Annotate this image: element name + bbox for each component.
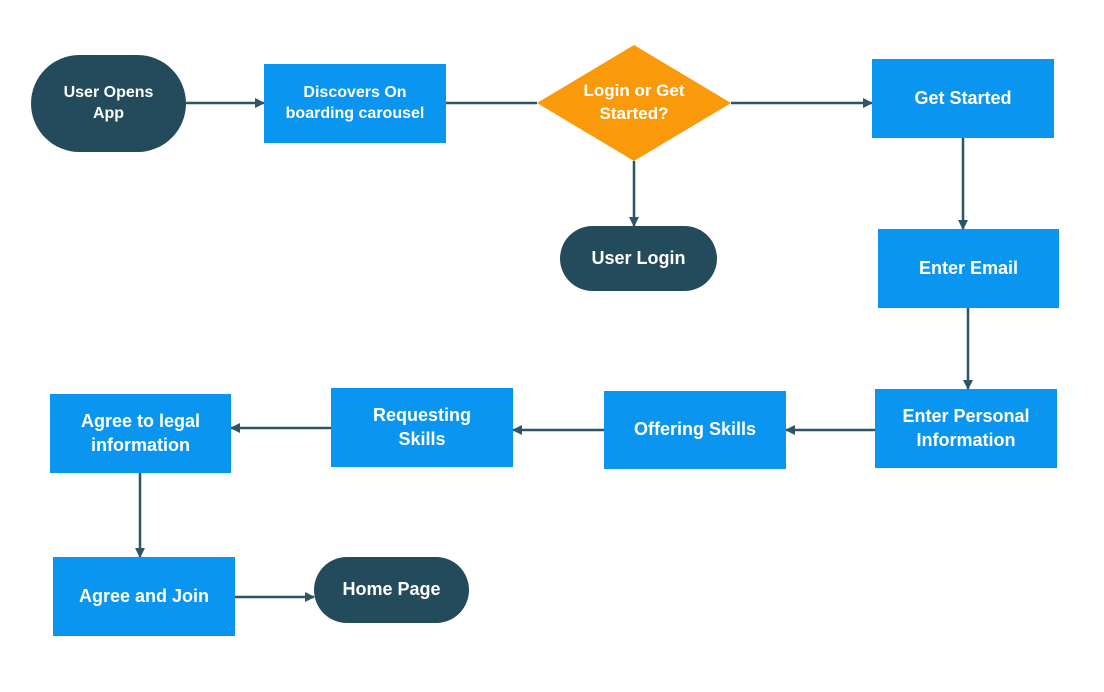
- node-enter-email: Enter Email: [878, 229, 1059, 308]
- node-user-opens-app: User Opens App: [31, 55, 186, 152]
- node-home-page: Home Page: [314, 557, 469, 623]
- node-agree-legal-information: Agree to legal information: [50, 394, 231, 473]
- node-requesting-skills: Requesting Skills: [331, 388, 513, 467]
- decision-diamond: [537, 45, 731, 161]
- node-agree-and-join: Agree and Join: [53, 557, 235, 636]
- node-get-started: Get Started: [872, 59, 1054, 138]
- node-login-or-get-started: Login or Get Started?: [583, 81, 685, 123]
- node-user-login: User Login: [560, 226, 717, 291]
- node-discovers-onboarding: Discovers On boarding carousel: [264, 64, 446, 143]
- node-offering-skills: Offering Skills: [604, 391, 786, 469]
- node-enter-personal-information: Enter Personal Information: [875, 389, 1057, 468]
